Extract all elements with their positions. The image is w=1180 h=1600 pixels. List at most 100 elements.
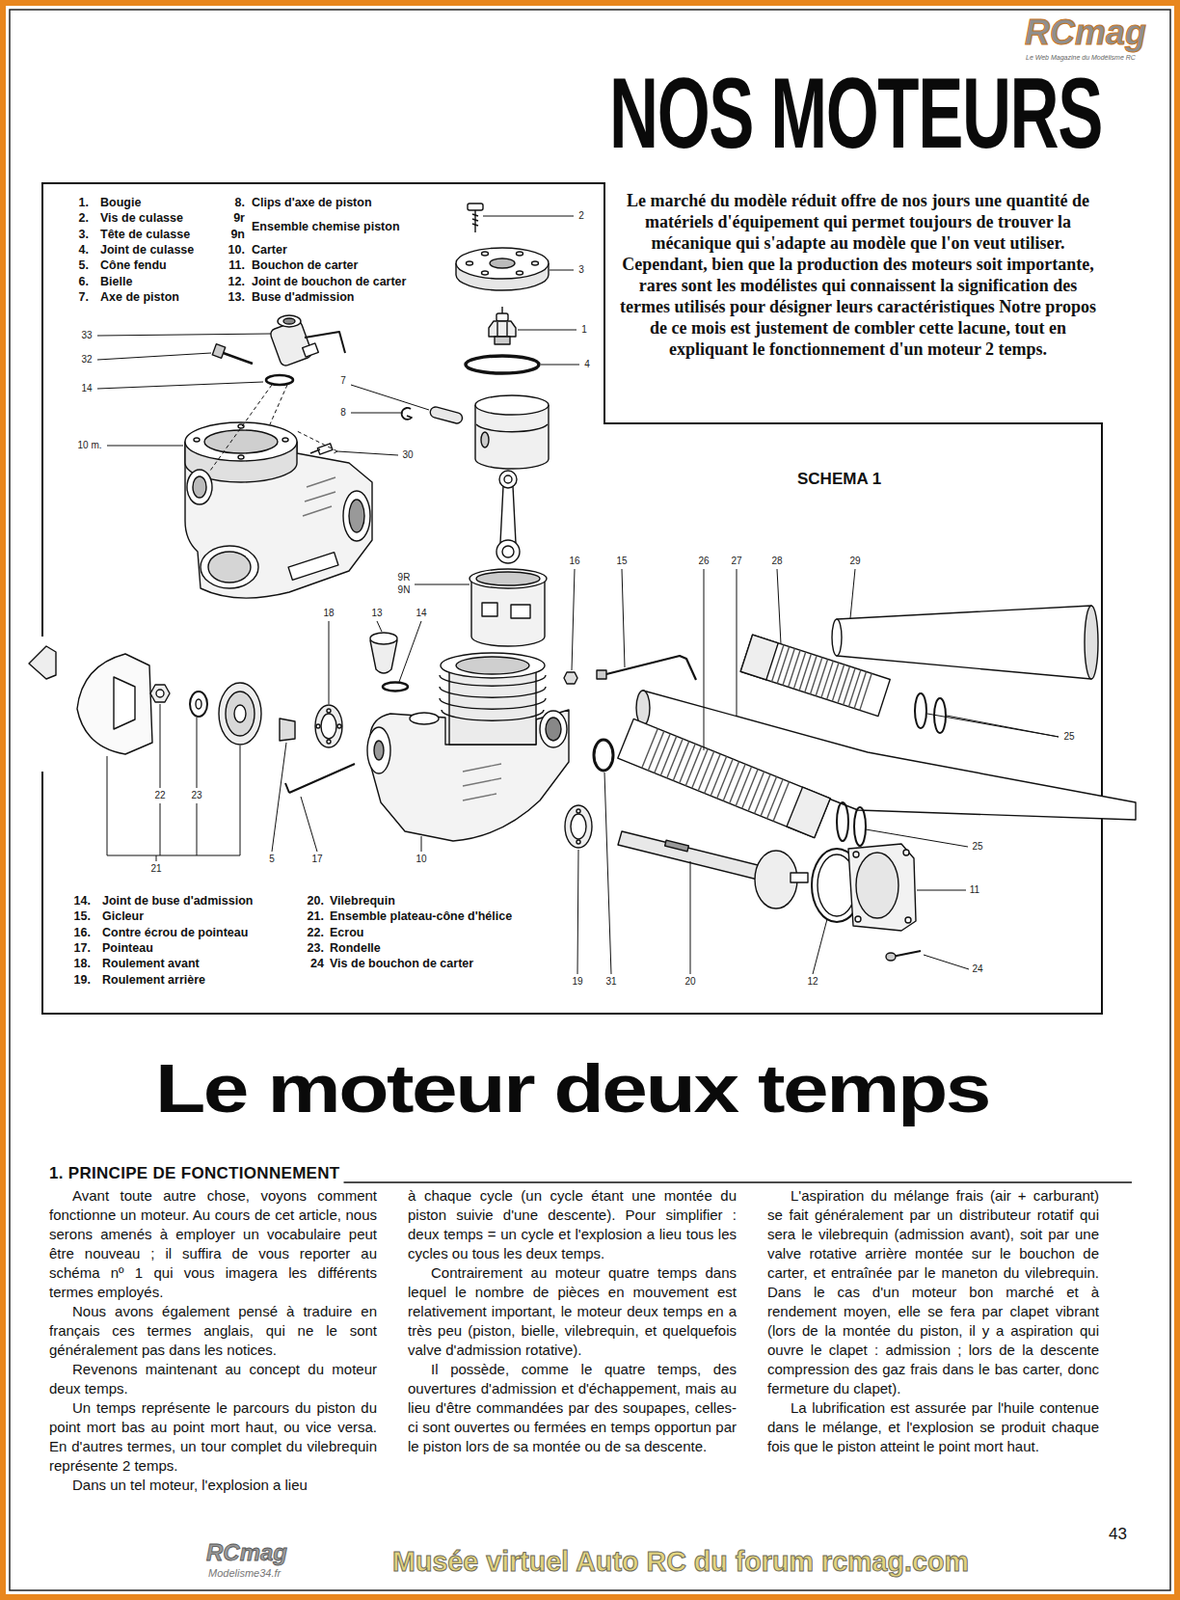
parts-list-entry: 12. xyxy=(228,274,245,290)
jet xyxy=(596,670,607,679)
piston xyxy=(475,395,549,469)
body-paragraph: Revenons maintenant au concept du moteur… xyxy=(49,1359,377,1398)
o-rings xyxy=(836,802,866,846)
callout-number: 31 xyxy=(604,976,617,987)
drive-washer xyxy=(218,682,262,745)
megaphone xyxy=(1084,605,1099,679)
spinner-cone xyxy=(77,653,153,754)
parts-list-entry: 9r xyxy=(233,211,245,226)
parts-list-entry: 18. xyxy=(74,956,91,971)
crankcase-top-view xyxy=(238,455,244,459)
front-bearing xyxy=(326,708,331,713)
glow-plug xyxy=(496,313,509,322)
flex-pipe xyxy=(772,644,873,711)
parts-list-entry: 5. xyxy=(79,258,89,273)
crankcase-top-view xyxy=(185,441,373,598)
crankshaft xyxy=(617,831,808,909)
callout-number: 15 xyxy=(615,556,628,566)
rear-bearing xyxy=(570,813,587,839)
parts-list-entry: Pointeau xyxy=(102,940,154,956)
callout-number: 24 xyxy=(970,964,984,974)
head-screw xyxy=(467,203,483,233)
cylinder-head xyxy=(489,258,515,269)
leader-lines xyxy=(350,384,430,410)
page-border xyxy=(9,9,1171,1590)
leader-lines xyxy=(107,703,241,861)
parts-list-entry: 22. xyxy=(307,925,324,940)
body-paragraph: Avant toute autre chose, voyons comment … xyxy=(49,1185,377,1302)
washer xyxy=(189,691,208,717)
callout-number: 4 xyxy=(583,359,591,370)
crankcase xyxy=(440,652,545,678)
figure-frame xyxy=(42,183,1102,1014)
callout-number: 2 xyxy=(577,211,586,221)
callout-number: 14 xyxy=(414,608,428,618)
leader-lines xyxy=(604,772,612,974)
flex-pipe xyxy=(617,718,831,837)
leader-lines xyxy=(621,568,625,668)
callout-number: 20 xyxy=(683,976,697,987)
pressure-nipple xyxy=(310,443,333,455)
parts-list-entry: Axe de piston xyxy=(100,290,180,305)
rear-bearing xyxy=(564,804,592,848)
parts-list-entry: Bielle xyxy=(100,274,133,290)
crankcase-top-view xyxy=(208,551,251,583)
cylinder-liner xyxy=(469,568,547,589)
leader-lines xyxy=(549,269,574,271)
spinner-tip xyxy=(28,645,56,679)
crankcase-top-view xyxy=(193,437,200,442)
parts-list-entry: Cône fendu xyxy=(100,258,167,273)
parts-list-entry: 15. xyxy=(74,909,91,924)
crankcase xyxy=(367,652,569,841)
connecting-rod xyxy=(499,470,517,488)
body-paragraph: L'aspiration du mélange frais (air + car… xyxy=(767,1185,1100,1398)
parts-list-entry: Joint de bouchon de carter xyxy=(251,274,406,290)
leader-lines xyxy=(923,954,969,969)
backplate xyxy=(903,849,910,856)
callout-number: 25 xyxy=(1062,731,1075,742)
front-bearing xyxy=(321,713,337,739)
text-column: à chaque cycle (un cycle étant une monté… xyxy=(407,1185,737,1456)
crankcase xyxy=(455,656,530,674)
glow-plug xyxy=(506,321,508,336)
body-paragraph: Contrairement au moteur quatre temps dan… xyxy=(407,1262,737,1360)
leader-lines xyxy=(107,445,184,447)
callout-number: 11 xyxy=(968,885,981,895)
pin-clip xyxy=(402,407,412,420)
callout-number: 18 xyxy=(321,608,335,618)
backplate xyxy=(848,843,916,931)
cylinder-head xyxy=(455,247,549,291)
parts-list-entry: 24 xyxy=(310,956,324,971)
glow-plug xyxy=(494,336,510,345)
megaphone xyxy=(831,605,1099,679)
callout-number: 14 xyxy=(80,383,93,394)
prop-nut xyxy=(150,684,170,702)
leader-lines xyxy=(850,568,856,618)
callout-number: 7 xyxy=(339,375,348,386)
jet xyxy=(596,655,697,680)
front-bearing xyxy=(316,724,321,728)
head-screw xyxy=(472,218,479,221)
leader-lines xyxy=(517,329,577,331)
parts-list-entry: Roulement arrière xyxy=(102,972,206,988)
callout-number: 23 xyxy=(189,790,203,801)
parts-list-entry: 23. xyxy=(307,940,324,956)
prop-nut xyxy=(150,684,170,702)
leader-lines xyxy=(414,584,470,586)
crankcase xyxy=(449,667,537,745)
head-screw xyxy=(472,214,479,216)
figure-label: SCHEMA 1 xyxy=(797,469,882,489)
leader-lines xyxy=(812,918,828,974)
body-paragraph: Il possède, comme le quatre temps, des o… xyxy=(407,1359,737,1456)
cylinder-head xyxy=(482,270,489,275)
crankcase xyxy=(462,763,502,801)
o-rings xyxy=(914,693,927,728)
intake-nozzle xyxy=(370,640,398,673)
callout-number: 9R xyxy=(397,572,412,583)
watermark-text: Le Web Magazine du Modélisme RC xyxy=(1025,53,1136,61)
head-gasket xyxy=(465,355,539,374)
cylinder-liner xyxy=(469,568,547,646)
leader-lines xyxy=(296,430,338,454)
